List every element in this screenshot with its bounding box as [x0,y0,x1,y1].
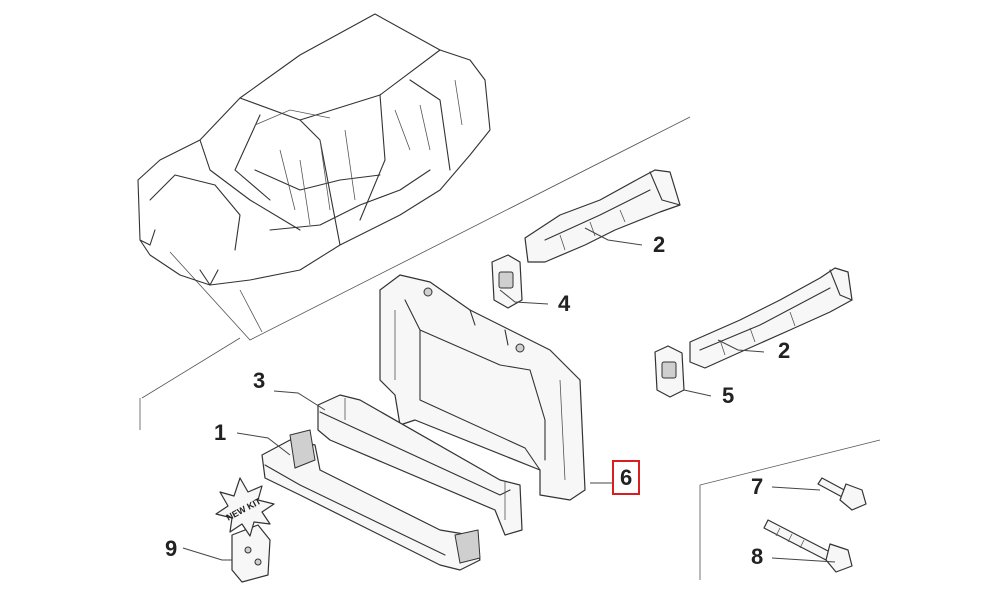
callout-3: 3 [253,368,266,393]
callout-2-lower: 2 [778,338,791,363]
callout-4: 4 [558,291,571,316]
front-rail-lower [689,267,853,369]
reinforcement-plate-lower [654,345,685,398]
car-body-in-white [137,13,491,286]
new-kit-starburst: NEW KIT [215,477,275,537]
callout-9: 9 [165,536,178,561]
reinforcement-plate-upper [491,254,523,309]
front-rail-upper [524,169,681,263]
front-end-carrier [379,274,586,501]
leader-lines [182,227,836,563]
grouping-lines [139,116,881,580]
callout-6-highlighted: 6 [612,460,641,495]
kit-bracket [231,524,271,583]
bumper-reinforcement [261,429,481,571]
bumper-beam [317,394,523,536]
bolt-long [763,519,853,573]
callout-7: 7 [751,474,764,499]
callout-5: 5 [722,383,735,408]
callout-2-upper: 2 [653,232,666,257]
bolt-short [817,477,867,511]
callout-1: 1 [214,420,227,445]
callout-8: 8 [751,544,764,569]
